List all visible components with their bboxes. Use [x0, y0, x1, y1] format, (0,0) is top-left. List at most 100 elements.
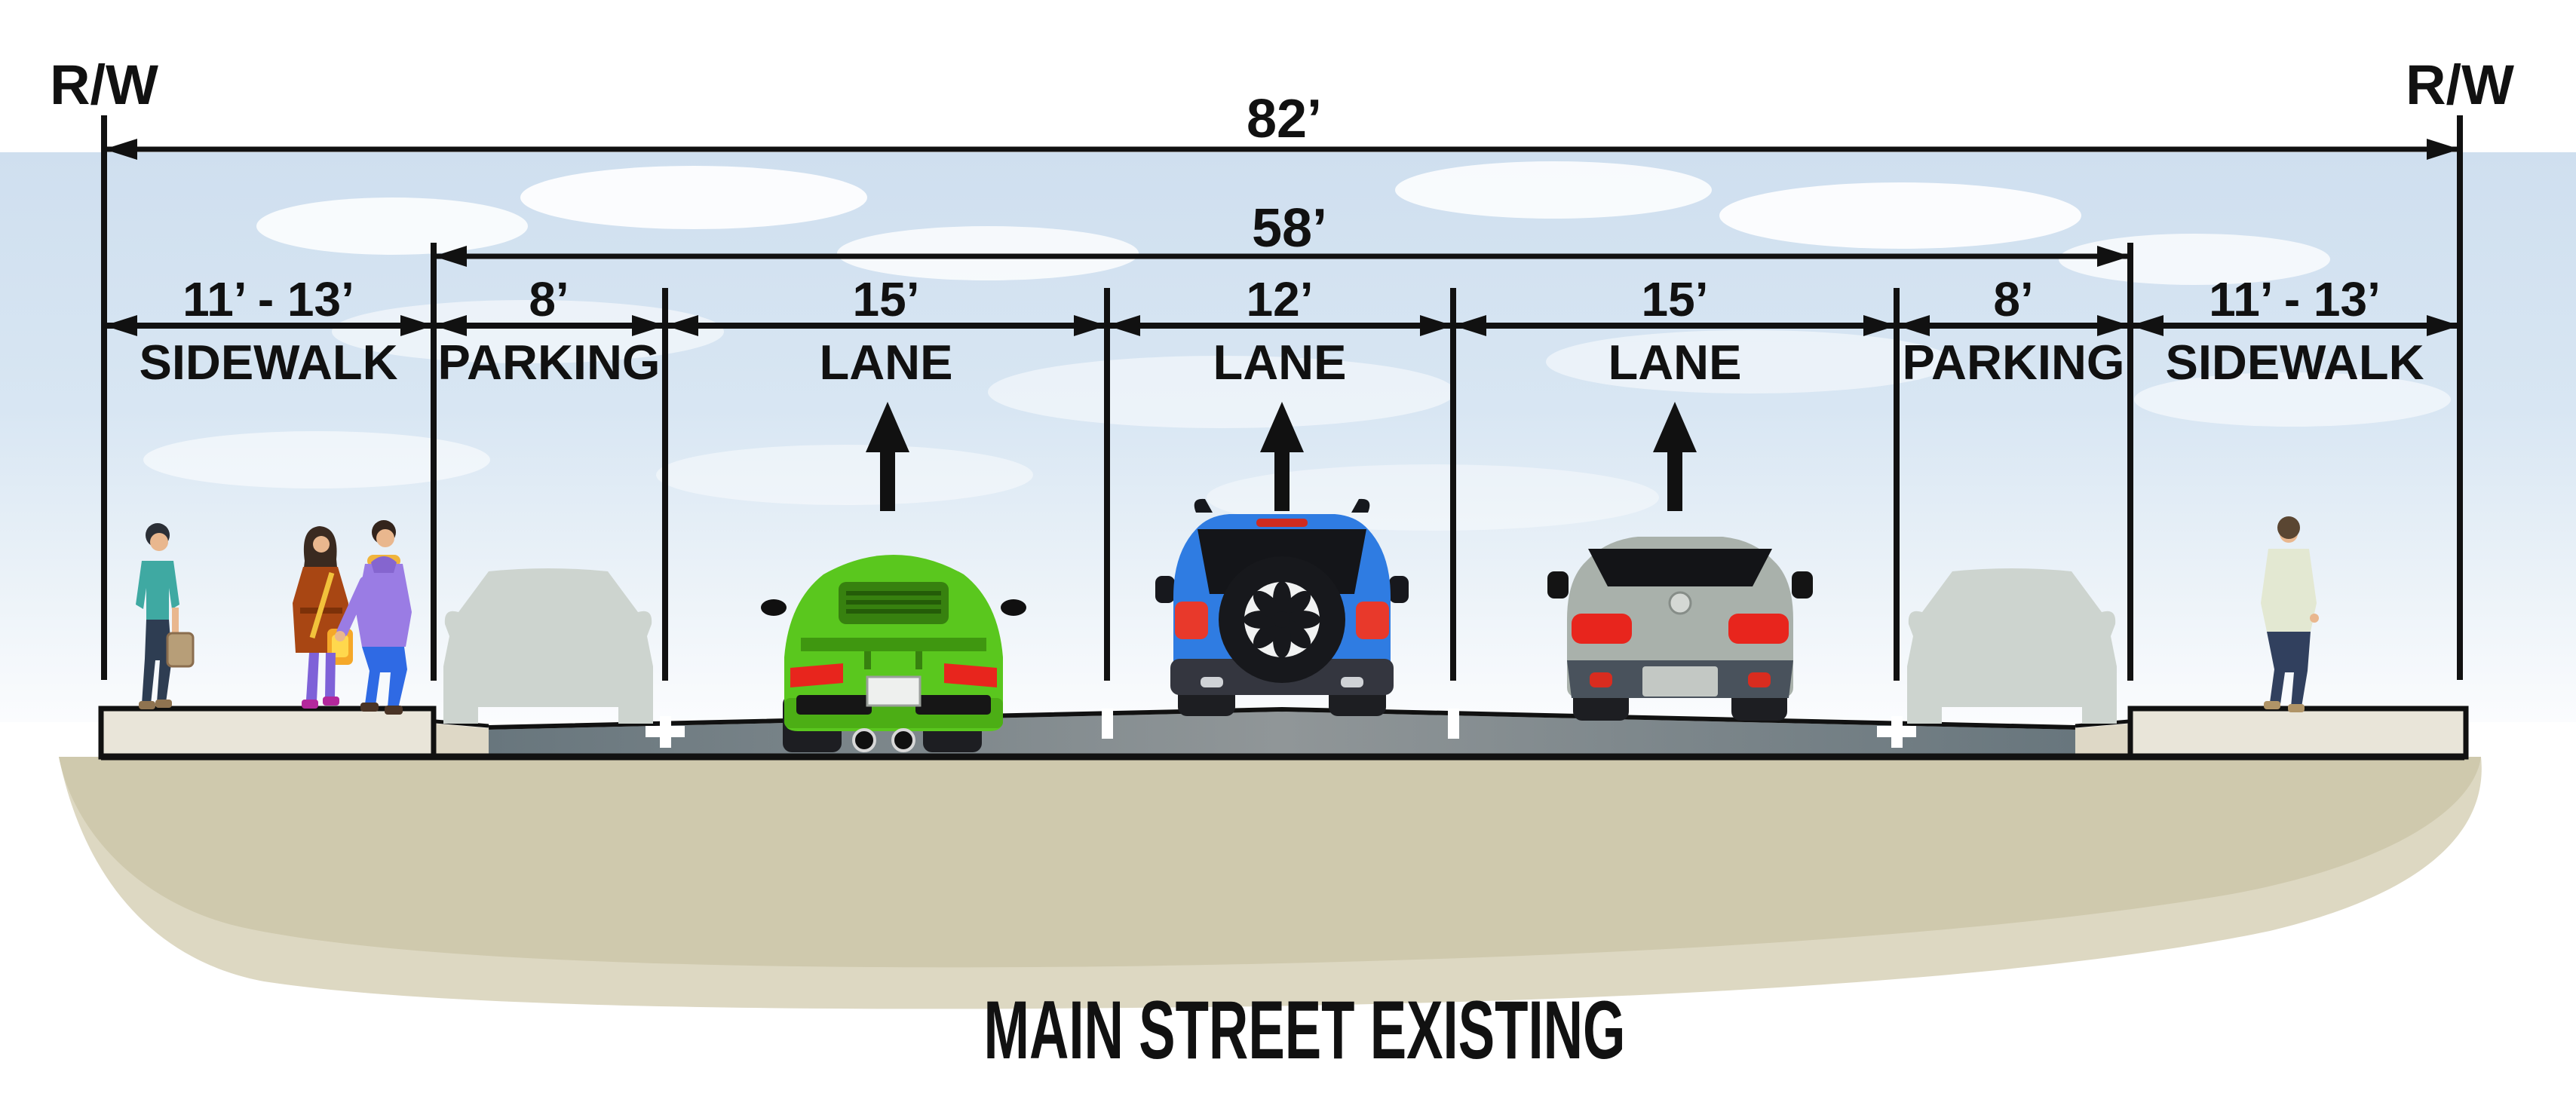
- lane-direction-arrow-icon: [866, 402, 909, 511]
- width-sidewalk-right: 11’ - 13’: [2209, 272, 2381, 326]
- tail-light-left: [1175, 602, 1208, 639]
- pedestrian-man-purple-hoodie: [335, 520, 412, 715]
- tail-light-right: [1728, 614, 1789, 644]
- diagram-title: MAIN STREET EXISTING: [983, 984, 1625, 1076]
- marking-cross-right-vertical: [1891, 716, 1903, 748]
- shoe: [2264, 701, 2280, 709]
- name-sidewalk-right: SIDEWALK: [2165, 335, 2424, 390]
- ghost-car-silhouette: [1907, 568, 2117, 724]
- tail-light-left: [790, 663, 843, 687]
- width-parking-left: 8’: [529, 272, 569, 326]
- face: [376, 529, 394, 547]
- tail-light-right: [1356, 602, 1389, 639]
- roof-rail-left: [1194, 498, 1213, 513]
- ghost-parked-car-left: [443, 568, 653, 724]
- label-layer: R/W R/W 82’ 58’ 11’ - 13’ 8’ 15’ 12’ 15’…: [50, 54, 2514, 1076]
- name-parking-right: PARKING: [1903, 335, 2125, 390]
- name-lane1: LANE: [820, 335, 953, 390]
- spoiler-leg: [915, 651, 922, 669]
- car-gray-sedan: [1547, 537, 1813, 721]
- lane-direction-arrow-icon: [1653, 402, 1697, 511]
- pedestrian-man-teal: [136, 523, 195, 709]
- rw-label-right: R/W: [2406, 54, 2514, 116]
- lane-direction-arrow-icon: [1260, 402, 1304, 511]
- name-lane2: LANE: [1213, 335, 1347, 390]
- gutter-left: [435, 724, 489, 757]
- license-plate: [1642, 666, 1718, 697]
- jacket: [2261, 549, 2317, 632]
- reflector-left: [1590, 672, 1612, 687]
- car-green-coupe: [761, 555, 1026, 752]
- sidewalk-slab-right: [2127, 706, 2469, 760]
- shoe: [360, 703, 379, 712]
- pants: [142, 620, 172, 704]
- earth-dark-layer: [59, 757, 2481, 968]
- bag-strap: [309, 571, 335, 639]
- exhaust-right: [891, 728, 915, 752]
- name-lane3: LANE: [1608, 335, 1742, 390]
- car-blue-suv: [1155, 498, 1409, 716]
- tail-light-left: [1572, 614, 1632, 644]
- gutter-right: [2075, 724, 2129, 757]
- width-parking-right: 8’: [1993, 272, 2033, 326]
- shoe: [302, 700, 318, 709]
- roof-rail-right: [1351, 498, 1370, 513]
- side-mirror-right: [1389, 576, 1409, 603]
- width-lane2: 12’: [1247, 272, 1314, 326]
- bag-flap: [332, 635, 348, 657]
- marking-dash-center-right: [1448, 709, 1459, 739]
- jeans: [362, 647, 407, 709]
- segment-width-labels: 11’ - 13’ 8’ 15’ 12’ 15’ 8’ 11’ - 13’: [182, 272, 2381, 326]
- license-plate: [866, 675, 922, 707]
- pedestrian-man-right: [2261, 516, 2319, 712]
- hand: [2310, 614, 2319, 623]
- side-mirror-left: [1547, 571, 1569, 599]
- shoe: [2288, 704, 2305, 712]
- bumper-light-right: [1341, 677, 1363, 687]
- pedestrian-woman-coat: [293, 526, 353, 709]
- side-mirror-right: [1792, 571, 1813, 599]
- spoiler: [801, 638, 986, 651]
- lane-markings: [646, 709, 1916, 748]
- face: [313, 536, 330, 553]
- road-top-edge: [488, 706, 2076, 730]
- arm: [336, 576, 371, 638]
- rear-window: [1588, 549, 1772, 586]
- vent-slats: [846, 591, 941, 614]
- width-lane1: 15’: [853, 272, 920, 326]
- face: [150, 533, 168, 551]
- grille-right: [915, 695, 991, 715]
- segment-name-labels: SIDEWALK PARKING LANE LANE LANE PARKING …: [139, 335, 2424, 390]
- shoe: [385, 706, 403, 715]
- brake-light-bar: [1256, 519, 1308, 527]
- marking-cross-left-vertical: [660, 716, 671, 748]
- ghost-parked-car-right: [1907, 568, 2117, 724]
- emblem: [1668, 591, 1692, 615]
- shirt: [136, 561, 179, 621]
- roadway-width-label: 58’: [1252, 198, 1327, 259]
- bag: [166, 632, 195, 668]
- earth-cross-section: [59, 757, 2482, 1009]
- spoiler-leg: [864, 651, 871, 669]
- hair: [2277, 516, 2300, 539]
- width-sidewalk-left: 11’ - 13’: [182, 272, 354, 326]
- leg: [325, 653, 336, 698]
- sidewalk-slab-left: [98, 706, 437, 760]
- shoe: [155, 700, 172, 708]
- jeans: [2267, 632, 2311, 707]
- ghost-car-silhouette: [443, 568, 653, 724]
- tail-light-right: [944, 663, 997, 687]
- dimension-layer: [101, 115, 2463, 681]
- rw-label-left: R/W: [50, 54, 158, 116]
- side-mirror-right: [1001, 599, 1026, 616]
- side-mirror-left: [1155, 576, 1175, 603]
- bumper-light-left: [1201, 677, 1223, 687]
- hoodie: [356, 564, 412, 647]
- shoe: [323, 697, 339, 706]
- marking-dash-center-left: [1102, 709, 1113, 739]
- hood: [371, 556, 397, 573]
- shoe: [139, 701, 155, 709]
- hand: [335, 631, 345, 641]
- side-mirror-left: [761, 599, 787, 616]
